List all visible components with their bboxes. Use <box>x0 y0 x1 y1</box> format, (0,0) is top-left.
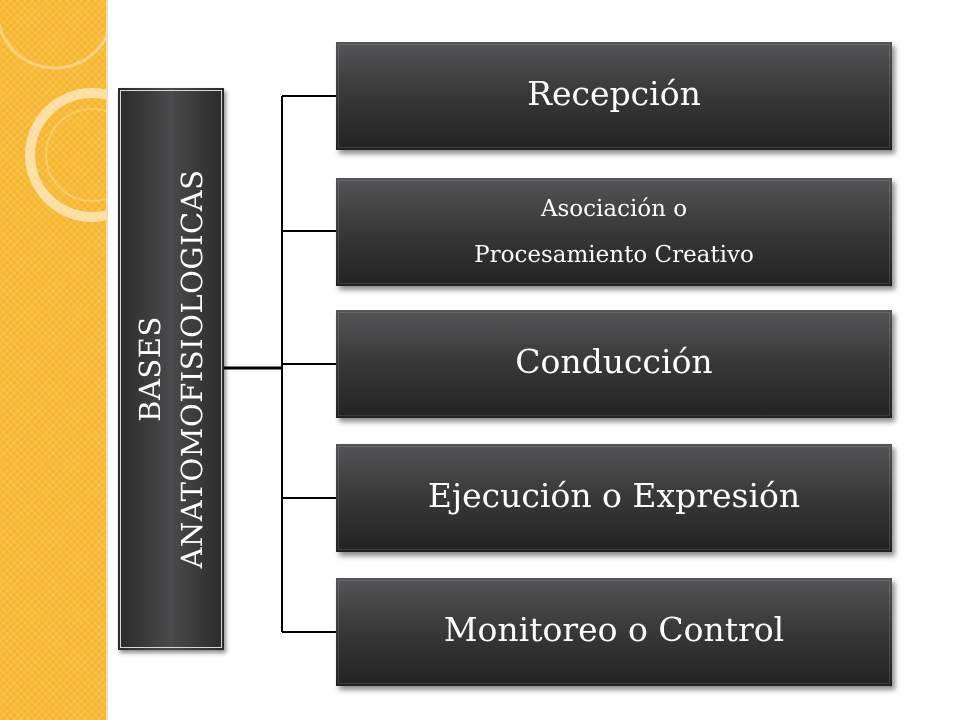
decorative-side-strip <box>0 0 108 720</box>
child-node-label: Monitoreo o Control <box>443 610 785 649</box>
child-node-conduccion: Conducción <box>336 310 892 418</box>
child-node-label: Ejecución o Expresión <box>427 476 801 515</box>
child-node-label-line-1: Asociación o <box>540 196 688 222</box>
child-node-monitoreo: Monitoreo o Control <box>336 578 892 686</box>
root-node-label: BASES ANATOMOFISIOLOGICAS <box>129 99 213 639</box>
child-node-asociacion: Asociación o Procesamiento Creativo <box>336 178 892 286</box>
root-node: BASES ANATOMOFISIOLOGICAS <box>118 88 224 650</box>
child-node-label: Conducción <box>515 342 713 381</box>
child-node-ejecucion: Ejecución o Expresión <box>336 444 892 552</box>
child-node-label-line-2: Procesamiento Creativo <box>474 242 754 268</box>
child-node-recepcion: Recepción <box>336 42 892 150</box>
child-node-label: Recepción <box>527 74 701 113</box>
root-node-line-2: ANATOMOFISIOLOGICAS <box>175 169 209 569</box>
root-node-line-1: BASES <box>133 316 167 422</box>
decorative-rings <box>0 22 106 222</box>
